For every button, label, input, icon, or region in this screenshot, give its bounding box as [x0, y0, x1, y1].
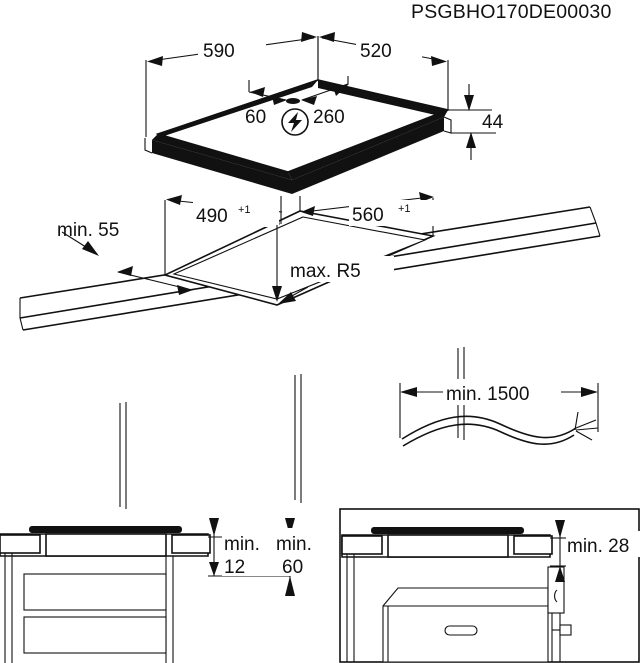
- hob-body-right-section: [387, 534, 509, 558]
- cable-wire-2: [575, 427, 599, 431]
- worktop-left-cap2: [19, 317, 24, 331]
- drawer-upper: [23, 573, 167, 611]
- hob-right-ledge: [443, 116, 452, 134]
- part-code-label: PSGBHO170DE00030: [411, 1, 612, 23]
- cable-wire-4: [574, 411, 579, 431]
- dimension-260-label: 260: [313, 107, 345, 128]
- cable-line-lower: [402, 423, 575, 447]
- dimension-min-12-prefix: min.: [224, 534, 260, 555]
- cable-outlet-hole: [286, 98, 300, 104]
- section-with-oven: min. 28: [339, 508, 640, 663]
- dimension-60-label: 60: [245, 107, 266, 128]
- dimension-max-R5: max. R5: [272, 225, 394, 304]
- dimension-min-55: min. 55: [57, 220, 193, 295]
- dimension-min-60-value: 60: [282, 557, 303, 578]
- lightning-bolt-icon: [281, 108, 309, 136]
- drawer-lower: [23, 616, 167, 654]
- worktop-right-tab: [171, 534, 211, 554]
- worktop-right-cap: [589, 206, 597, 224]
- oven-bracket-knob: [554, 589, 558, 603]
- hob-body-left-section: [45, 533, 167, 557]
- dimension-590-label: 590: [203, 41, 235, 62]
- worktop-left-tab-right-section: [341, 535, 383, 555]
- dimension-min-60: min. 60: [273, 518, 335, 596]
- section-with-drawers: min. 12 min. 60: [0, 518, 335, 663]
- worktop-left-tab: [0, 534, 41, 554]
- dimension-260-cable: 260: [301, 76, 349, 128]
- dimension-44: 44: [448, 84, 504, 160]
- hob-isometric-view: 590 520 44: [144, 32, 504, 194]
- power-cable-view: min. 1500: [399, 379, 599, 447]
- dimension-60-cable: 60: [245, 80, 287, 128]
- worktop-right-tab-right-section: [513, 535, 553, 555]
- oven-screw-head: [559, 624, 572, 636]
- cable-wire-3: [575, 430, 593, 441]
- cable-line-upper: [401, 415, 577, 440]
- dimension-min-60-prefix: min.: [276, 534, 312, 555]
- dimension-min-28: min. 28: [550, 520, 640, 582]
- worktop-right-cap2: [595, 222, 601, 237]
- dimension-560-tolerance: +1: [398, 203, 411, 215]
- dimension-520-label: 520: [360, 41, 392, 62]
- worktop-cutout-view: 490 +1 560 +1 min. 55: [19, 192, 601, 509]
- dimension-max-R5-label: max. R5: [290, 261, 361, 282]
- hob-plate-right-section: [371, 527, 524, 534]
- hob-frame: [152, 80, 448, 180]
- dimension-44-label: 44: [482, 112, 504, 133]
- hob-front-right-side: [292, 117, 444, 194]
- hob-plate-left-section: [29, 526, 182, 533]
- dimension-560: 560 +1: [299, 192, 439, 236]
- dimension-min-28-label: min. 28: [567, 536, 629, 557]
- oven-body: [382, 587, 549, 663]
- cable-wire-1: [575, 419, 597, 429]
- dimension-min-55-label: min. 55: [57, 220, 119, 241]
- hob-left-ledge: [144, 138, 153, 154]
- hob-front-left-side: [152, 140, 292, 194]
- dimension-490-tolerance: +1: [238, 204, 251, 216]
- worktop-support-legs: [119, 347, 465, 509]
- dimension-520: 520: [317, 32, 449, 110]
- dimension-490-label: 490: [196, 206, 228, 227]
- dimension-min-1500-label: min. 1500: [446, 384, 529, 405]
- dimension-560-label: 560: [352, 205, 384, 226]
- dimension-490: 490 +1: [164, 195, 283, 275]
- dimension-min-12-value: 12: [224, 557, 245, 578]
- oven-handle-slot: [444, 625, 478, 636]
